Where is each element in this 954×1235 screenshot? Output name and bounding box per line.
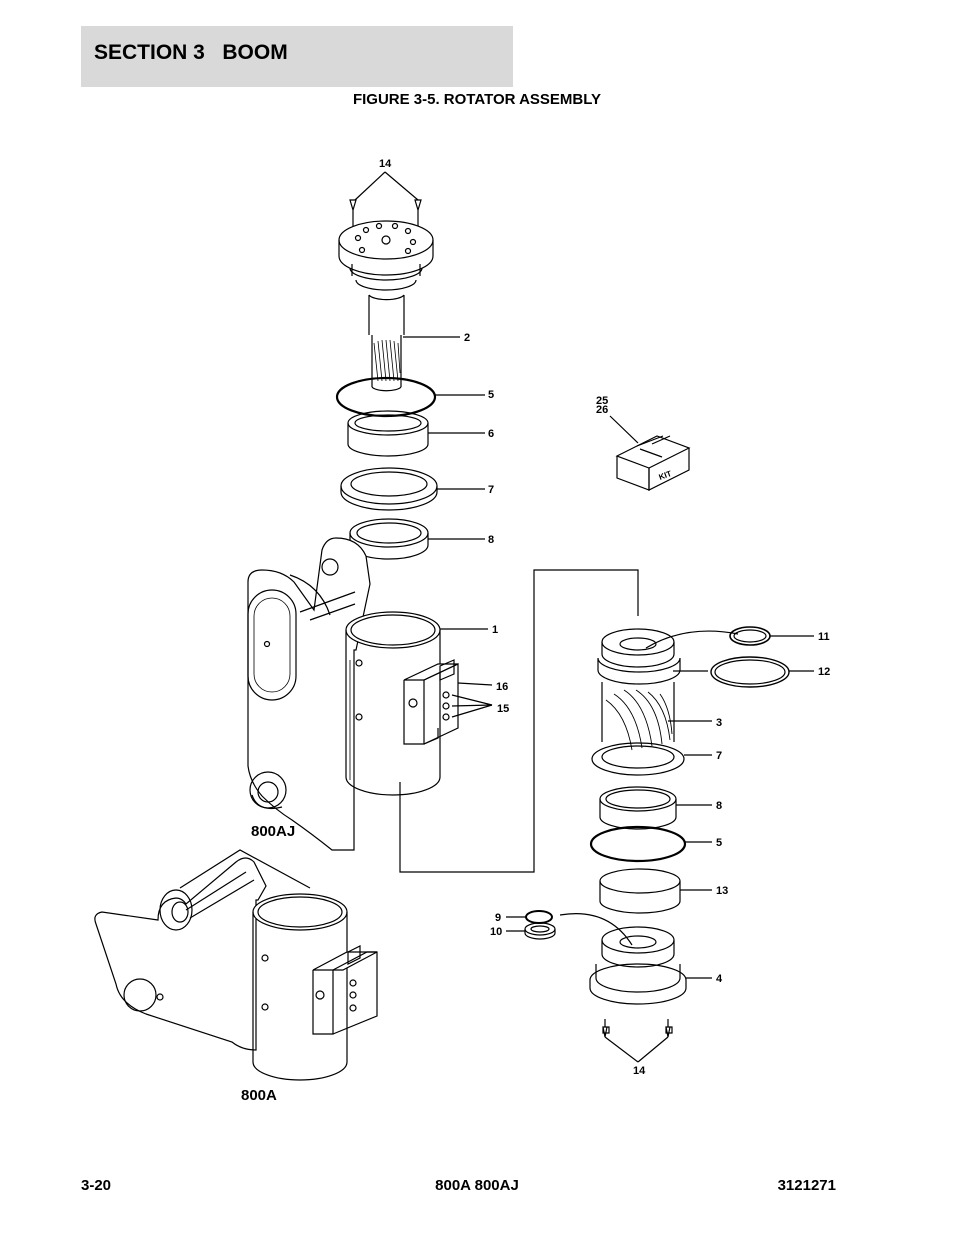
- o-ring-5-top: [335, 376, 485, 418]
- callout-5-right: 5: [716, 837, 722, 849]
- callout-6: 6: [488, 428, 494, 440]
- callout-15: 15: [497, 703, 509, 715]
- document-number: 3121271: [777, 1177, 836, 1194]
- footer-models: 800A 800AJ: [435, 1177, 519, 1194]
- callout-7-right: 7: [716, 750, 722, 762]
- section-header-bar: SECTION 3 BOOM: [81, 26, 513, 87]
- callout-25: 25: [596, 395, 608, 407]
- section-title: SECTION 3 BOOM: [94, 41, 288, 64]
- rotator-housing-800a: [94, 849, 378, 1081]
- callout-16: 16: [496, 681, 508, 693]
- kit-box-label: KIT: [658, 469, 673, 482]
- model-label-800a: 800A: [241, 1087, 277, 1104]
- o-ring-9-seal-10: [506, 910, 556, 940]
- callout-13: 13: [716, 885, 728, 897]
- bearing-6: [347, 410, 485, 457]
- callout-26: 26: [596, 404, 608, 416]
- seal-kit-box: [609, 415, 691, 491]
- callout-3: 3: [716, 717, 722, 729]
- callout-labels: 14 2 5 6 7 8 25 26 KIT 1 16 15 11 12 3 7…: [241, 158, 830, 1104]
- figure-title: FIGURE 3-5. ROTATOR ASSEMBLY: [352, 91, 602, 108]
- callout-8-right: 8: [716, 800, 722, 812]
- callout-5-top: 5: [488, 389, 494, 401]
- callout-14-top: 14: [379, 158, 392, 170]
- rotator-actuator-stack: [559, 628, 739, 1063]
- thrust-washer-7-top: [340, 467, 485, 511]
- callout-14-bottom: 14: [633, 1065, 646, 1077]
- callout-10: 10: [490, 926, 502, 938]
- shaft-assembly: [338, 171, 460, 392]
- callout-12: 12: [818, 666, 830, 678]
- callout-11: 11: [818, 631, 830, 643]
- page-number: 3-20: [81, 1177, 112, 1194]
- ring-12: [710, 656, 814, 688]
- callout-1: 1: [492, 624, 498, 636]
- model-label-800aj: 800AJ: [251, 823, 295, 840]
- assembly-guide-line: [399, 569, 639, 873]
- callout-9: 9: [495, 912, 501, 924]
- rotator-housing-800aj: [247, 537, 493, 851]
- callout-7-top: 7: [488, 484, 494, 496]
- callout-2: 2: [464, 332, 470, 344]
- callout-8-top: 8: [488, 534, 494, 546]
- callout-4: 4: [716, 973, 723, 985]
- o-ring-11: [729, 626, 814, 646]
- seal-8-top: [349, 518, 485, 560]
